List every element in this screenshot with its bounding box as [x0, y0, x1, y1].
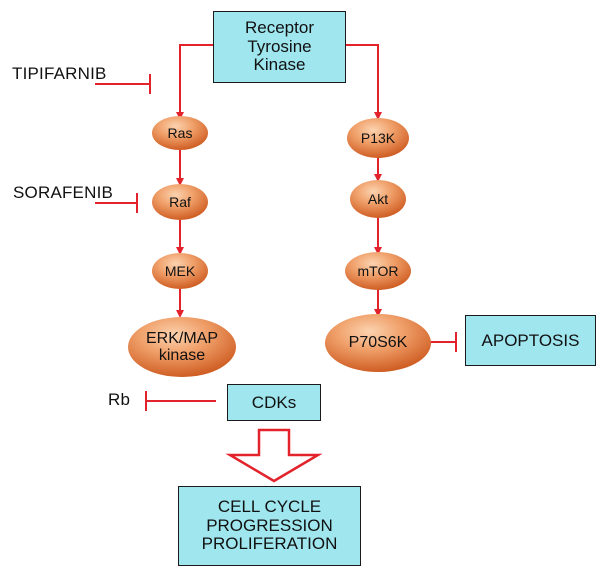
sorafenib-label: SORAFENIB: [13, 183, 114, 202]
tipifarnib-label: TIPIFARNIB: [12, 64, 107, 83]
outcome-box: CELL CYCLE PROGRESSION PROLIFERATION: [178, 486, 361, 566]
outcome-label: CELL CYCLE PROGRESSION PROLIFERATION: [201, 497, 338, 554]
arrow-receptor-to-ras: [176, 44, 213, 120]
arrow-receptor-to-pi3k: [346, 44, 382, 120]
node-akt-shape: [350, 180, 406, 218]
inhibition-sorafenib: [95, 193, 138, 213]
inhibition-rb: [145, 391, 216, 411]
inhibition-apoptosis: [430, 332, 457, 352]
node-p70s6k-shape: [325, 314, 431, 372]
receptor-box: Receptor Tyrosine Kinase: [213, 11, 346, 83]
node-erk-shape: [128, 317, 236, 377]
down-arrow-to-outcome: [225, 428, 323, 483]
node-mek-shape: [152, 253, 208, 289]
cdks-box: CDKs: [227, 384, 321, 421]
cdks-label: CDKs: [251, 392, 297, 412]
apoptosis-box: APOPTOSIS: [465, 315, 596, 366]
inhibition-tipifarnib: [95, 74, 151, 94]
node-raf-shape: [152, 184, 208, 220]
apoptosis-label: APOPTOSIS: [481, 330, 580, 350]
node-mtor-shape: [345, 252, 411, 290]
node-pi3k-shape: [347, 118, 409, 158]
node-ras-shape: [152, 116, 208, 150]
rb-label: Rb: [108, 390, 131, 409]
receptor-label: Receptor Tyrosine Kinase: [245, 18, 314, 75]
